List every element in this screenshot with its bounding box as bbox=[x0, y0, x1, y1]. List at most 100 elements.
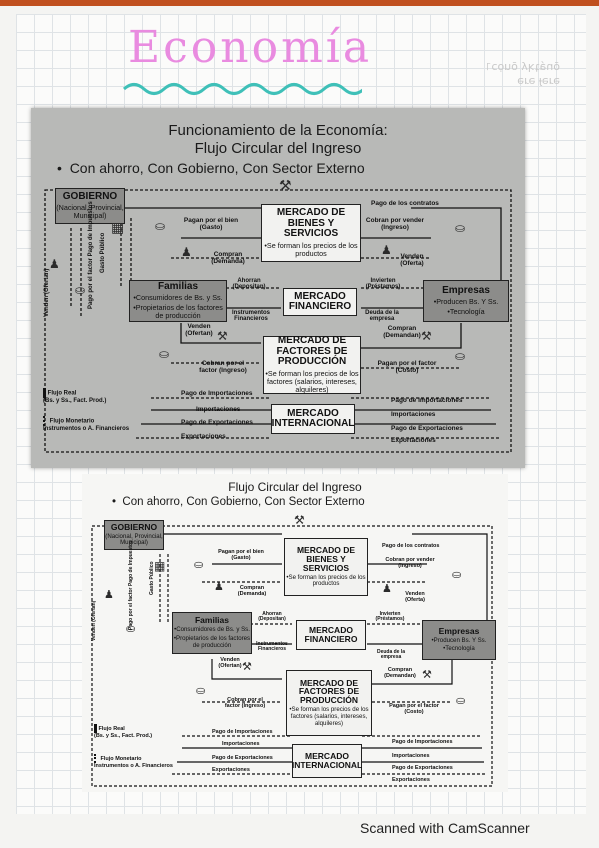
empresas-sub1: •Producen Bs. Y Ss. bbox=[431, 636, 487, 644]
worker-icon: ⚒ bbox=[294, 513, 305, 527]
person-icon: ♟ bbox=[104, 589, 114, 601]
empresas-box: Empresas •Producen Bs. Y Ss. •Tecnología bbox=[423, 280, 509, 322]
gobierno-sub: (Nacional, Provincial, Municipal) bbox=[56, 203, 124, 221]
empresas-sub1: •Producen Bs. Y Ss. bbox=[433, 297, 499, 307]
label-gasto-publico: Gasto Público bbox=[100, 232, 106, 273]
notebook-title: Economía bbox=[128, 22, 373, 73]
label-importaciones-right: Importaciones bbox=[392, 753, 430, 759]
gobierno-title: GOBIERNO bbox=[110, 521, 158, 532]
label-venden-ofertan: Venden (Ofertan) bbox=[218, 657, 242, 669]
label-exportaciones-right: Exportaciones bbox=[392, 777, 430, 783]
empresas-title: Empresas bbox=[442, 284, 490, 296]
mercado-financiero-label: MERCADO FINANCIERO bbox=[288, 290, 352, 312]
scanner-watermark: Scanned with CamScanner bbox=[360, 820, 530, 836]
mercado-financiero-box: MERCADO FINANCIERO bbox=[296, 620, 366, 650]
label-ahorran: Ahorran (Depositan) bbox=[258, 611, 286, 623]
familias-sub1: •Consumidores de Bs. y Ss. bbox=[174, 626, 250, 634]
label-cobran-factor: Cobran por el factor (Ingreso) bbox=[199, 360, 247, 374]
legend-real-line2: (Bs. y Ss., Fact. Prod.) bbox=[94, 733, 153, 739]
label-cobran-vender: Cobran por vender (Ingreso) bbox=[385, 557, 435, 569]
label-cobran-factor: Cobran por el factor (Ingreso) bbox=[224, 697, 266, 709]
person-icon: ♟ bbox=[382, 583, 392, 595]
money-bag-icon: ⛀ bbox=[159, 347, 170, 361]
mercado-internacional-box: MERCADO INTERNACIONAL bbox=[292, 744, 362, 778]
person-icon: ♟ bbox=[181, 245, 192, 259]
diagram-photo: Funcionamiento de la Economía: Flujo Cir… bbox=[31, 108, 525, 468]
label-pago-contratos: Pago de los contratos bbox=[382, 543, 440, 549]
mercado-factores-title: MERCADO DE FACTORES DE PRODUCCIÓN bbox=[298, 677, 360, 706]
gobierno-title: GOBIERNO bbox=[62, 190, 118, 202]
label-instrumentos: Instrumentos Financieros bbox=[231, 310, 270, 323]
flujo-circular-diagram: Funcionamiento de la Economía: Flujo Cir… bbox=[31, 108, 525, 468]
print-heading: Flujo Circular del Ingreso bbox=[228, 480, 362, 494]
legend-dotted-mark bbox=[43, 416, 48, 426]
label-pago-importaciones-right: Pago de Importaciones bbox=[391, 397, 463, 404]
label-venden-oferta: Venden (Oferta) bbox=[405, 591, 425, 603]
label-pago-importaciones-left: Pago de Importaciones bbox=[181, 390, 253, 397]
legend-monetario-line1: Flujo Monetario bbox=[49, 418, 95, 425]
top-edge-strip bbox=[0, 0, 599, 6]
label-pagan-factor: Pagan por el factor (Costo) bbox=[389, 703, 439, 715]
legend-flujo-monetario: Flujo Monetario Instrumentos o A. Financ… bbox=[94, 754, 173, 769]
mercado-bienes-sub: •Se forman los precios de los productos bbox=[264, 240, 358, 258]
legend-solid-mark bbox=[43, 388, 46, 398]
label-pago-importaciones-right: Pago de Importaciones bbox=[392, 739, 453, 745]
label-pago-importaciones-left: Pago de Importaciones bbox=[212, 729, 273, 735]
heading-line2: Flujo Circular del Ingreso bbox=[194, 140, 362, 157]
label-pago-exportaciones-left: Pago de Exportaciones bbox=[181, 419, 253, 426]
mercado-factores-box: MERCADO DE FACTORES DE PRODUCCIÓN •Se fo… bbox=[263, 336, 361, 394]
label-ahorran: Ahorran (Depositan) bbox=[232, 278, 266, 291]
flujo-circular-diagram-print: Flujo Circular del Ingreso • Con ahorro,… bbox=[82, 474, 508, 792]
building-icon: ▦ bbox=[111, 219, 125, 235]
mercado-internacional-label: MERCADO INTERNACIONAL bbox=[271, 407, 355, 429]
label-invierten: Invierten (Préstamos) bbox=[365, 278, 401, 291]
label-importaciones-left: Importaciones bbox=[222, 741, 260, 747]
legend-solid-mark bbox=[94, 724, 97, 733]
label-deuda: Deuda de la empresa bbox=[376, 649, 406, 661]
label-exportaciones-left: Exportaciones bbox=[181, 433, 226, 440]
label-invierten: Invierten (Préstamos) bbox=[375, 611, 405, 623]
mercado-factores-sub: •Se forman los precios de los factores (… bbox=[289, 706, 369, 727]
money-bag-icon: ⛀ bbox=[456, 695, 466, 707]
mercado-bienes-sub: •Se forman los precios de los productos bbox=[286, 573, 366, 588]
diagram-print: Flujo Circular del Ingreso • Con ahorro,… bbox=[82, 474, 508, 792]
money-bag-icon: ⛀ bbox=[155, 219, 166, 233]
legend-monetario-line2: Instrumentos o A. Financieros bbox=[94, 763, 173, 769]
familias-box: Familias •Consumidores de Bs. y Ss. •Pro… bbox=[129, 280, 227, 322]
label-importaciones-right: Importaciones bbox=[391, 411, 436, 418]
legend-monetario-line2: Instrumentos o A. Financieros bbox=[43, 426, 130, 432]
label-exportaciones-right: Exportaciones bbox=[391, 437, 436, 444]
print-bullet-text: Con ahorro, Con Gobierno, Con Sector Ext… bbox=[122, 496, 365, 508]
legend-real-line1: Flujo Real bbox=[98, 725, 125, 732]
legend-flujo-real: Flujo Real (Bs. y Ss., Fact. Prod.) bbox=[43, 388, 106, 405]
money-bag-icon: ⛀ bbox=[196, 685, 206, 697]
label-importaciones-left: Importaciones bbox=[196, 406, 241, 413]
mercado-factores-box: MERCADO DE FACTORES DE PRODUCCIÓN •Se fo… bbox=[286, 670, 372, 736]
worker-icon: ⚒ bbox=[242, 661, 252, 673]
label-compran-demanda: Compran (Demanda) bbox=[211, 251, 245, 265]
legend-real-line2: (Bs. y Ss., Fact. Prod.) bbox=[43, 398, 107, 404]
label-deuda: Deuda de la empresa bbox=[365, 310, 399, 323]
label-pago-contratos: Pago de los contratos bbox=[371, 200, 439, 207]
label-venden-ofertan: Venden (Ofertan) bbox=[185, 323, 213, 337]
title-underline-wave bbox=[122, 83, 362, 95]
money-bag-icon: ⛀ bbox=[126, 623, 136, 635]
legend-dotted-mark bbox=[94, 754, 99, 763]
money-bag-icon: ⛀ bbox=[455, 221, 466, 235]
label-compran-demanda: Compran (Demanda) bbox=[237, 585, 267, 597]
worker-icon: ⚒ bbox=[217, 329, 228, 343]
label-pagan-bien: Pagan por el bien (Gasto) bbox=[183, 217, 239, 231]
mercado-internacional-label: MERCADO INTERNACIONAL bbox=[291, 751, 363, 770]
familias-sub2: •Propietarios de los factores de producc… bbox=[133, 303, 223, 321]
mercado-financiero-label: MERCADO FINANCIERO bbox=[304, 625, 358, 644]
label-pago-impuestos: Pago por el factor Pago de Impuestos bbox=[88, 201, 94, 309]
mercado-bienes-title: MERCADO DE BIENES Y SERVICIOS bbox=[296, 544, 356, 573]
label-pago-exportaciones-right: Pago de Exportaciones bbox=[391, 425, 463, 432]
person-icon: ♟ bbox=[214, 581, 224, 593]
label-pago-exportaciones-right: Pago de Exportaciones bbox=[392, 765, 453, 771]
person-icon: ♟ bbox=[49, 257, 60, 271]
mercado-bienes-box: MERCADO DE BIENES Y SERVICIOS •Se forman… bbox=[261, 204, 361, 262]
money-bag-icon: ⛀ bbox=[452, 569, 462, 581]
label-venden-ofertan-left: Venden (Ofertan) bbox=[91, 600, 97, 641]
familias-title: Familias bbox=[194, 615, 230, 626]
